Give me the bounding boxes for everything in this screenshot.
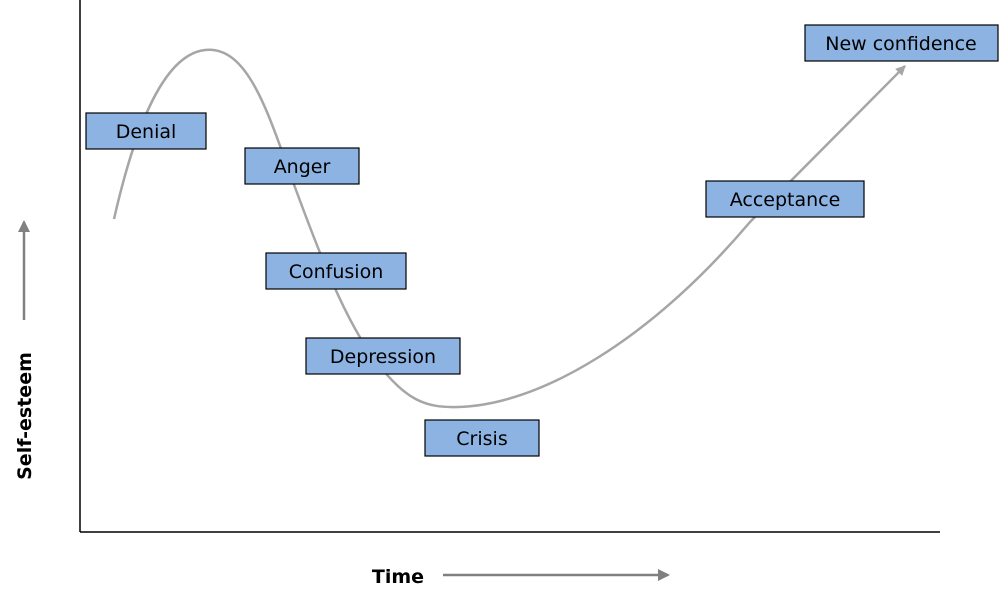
- x-axis-title: Time: [372, 566, 424, 588]
- stage-depression: Depression: [305, 337, 461, 375]
- stage-acceptance: Acceptance: [705, 180, 865, 218]
- stage-confusion-box: [265, 252, 407, 290]
- stage-crisis: Crisis: [424, 419, 540, 457]
- stage-anger-box: [244, 147, 360, 185]
- stage-confusion: Confusion: [265, 252, 407, 290]
- stage-anger-label: Anger: [274, 156, 331, 178]
- stage-depression-label: Depression: [330, 346, 436, 368]
- stage-new-confidence: New confidence: [804, 24, 999, 62]
- stage-denial-box: [85, 112, 207, 150]
- stage-confusion-label: Confusion: [289, 261, 384, 283]
- stage-new-confidence-box: [804, 24, 999, 62]
- stage-denial: Denial: [85, 112, 207, 150]
- stage-depression-box: [305, 337, 461, 375]
- stage-new-confidence-label: New confidence: [825, 33, 977, 55]
- y-axis-title: Self-esteem: [14, 352, 36, 480]
- stage-acceptance-box: [705, 180, 865, 218]
- stage-crisis-box: [424, 419, 540, 457]
- self-esteem-curve: [112, 48, 906, 409]
- stage-denial-label: Denial: [116, 121, 177, 143]
- stage-anger: Anger: [244, 147, 360, 185]
- stage-crisis-label: Crisis: [456, 428, 507, 450]
- stage-acceptance-label: Acceptance: [730, 189, 841, 211]
